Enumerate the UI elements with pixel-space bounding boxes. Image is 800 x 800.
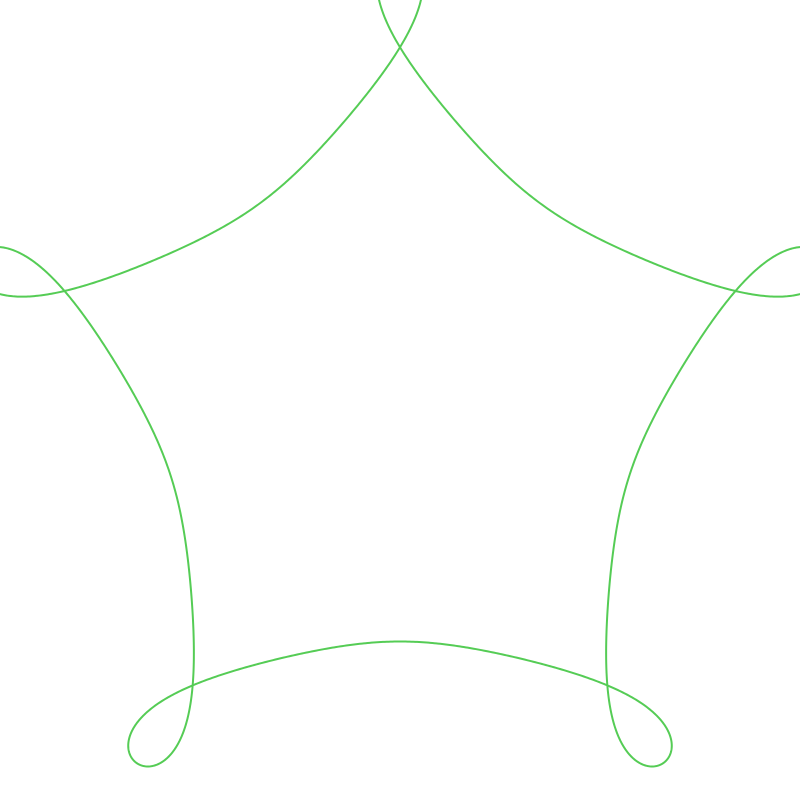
five-lobed-star-curve xyxy=(0,0,800,768)
